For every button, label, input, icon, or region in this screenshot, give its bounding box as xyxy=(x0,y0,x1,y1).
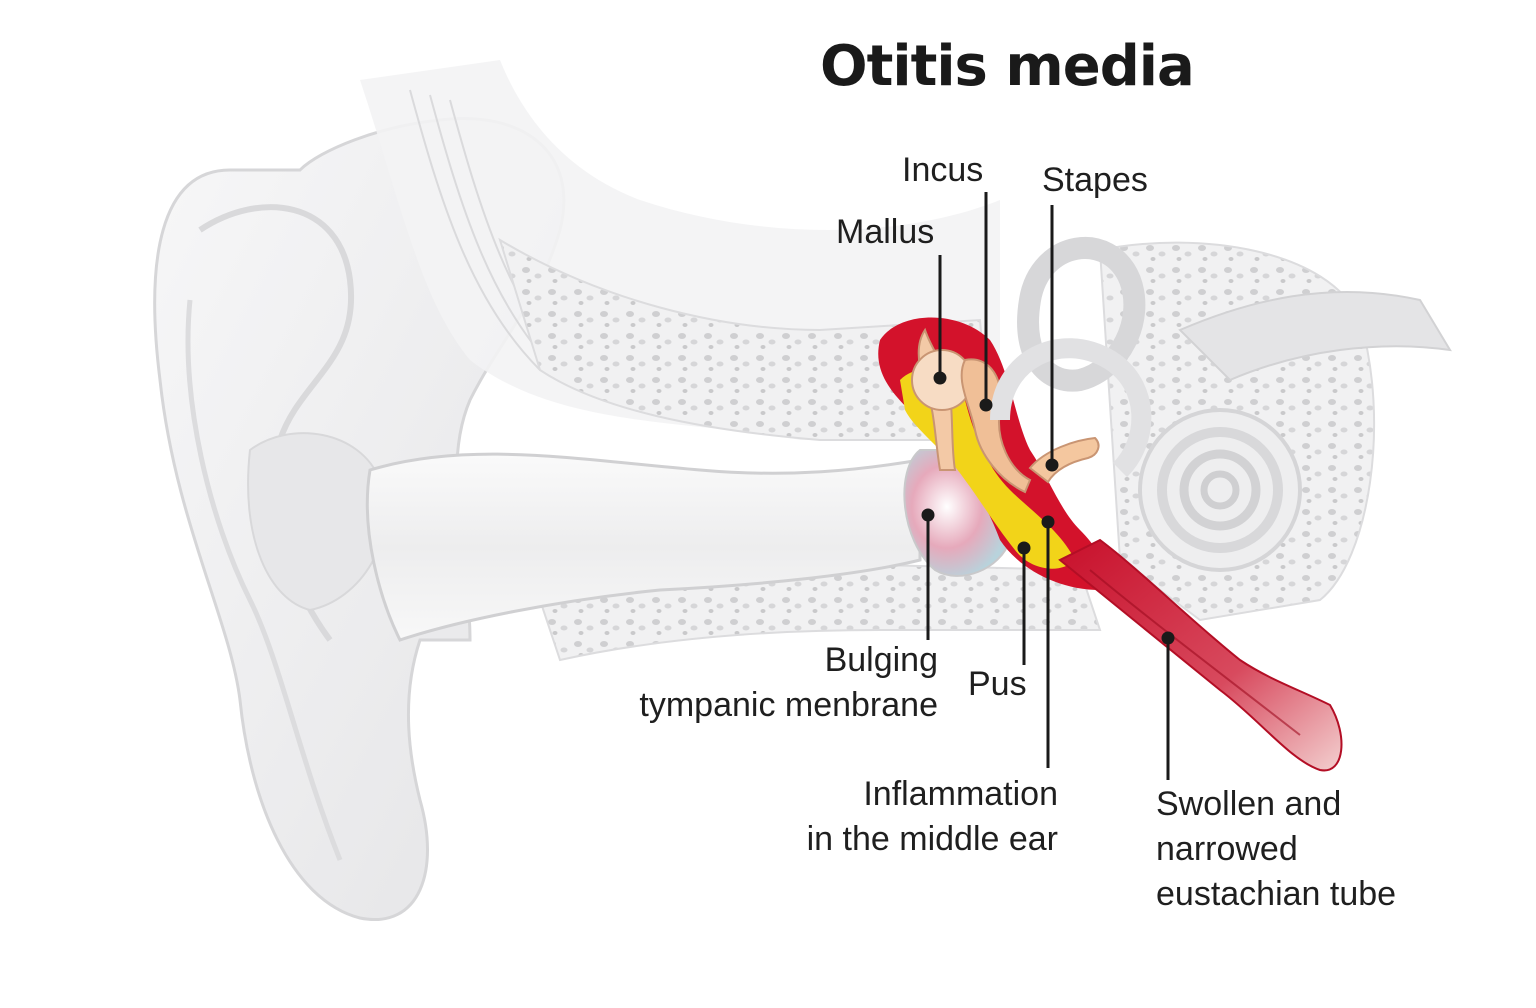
auricle-helix-fold xyxy=(185,299,343,861)
cochlea-turn xyxy=(1200,470,1240,510)
fascia-line xyxy=(409,89,541,371)
label-mallus: Mallus xyxy=(836,213,935,251)
leader-dot-pus xyxy=(1017,541,1031,555)
leader-dot-eustachian xyxy=(1161,631,1175,645)
label-incus: Incus xyxy=(902,151,984,189)
concha-hollow xyxy=(247,432,387,612)
leader-dot-incus xyxy=(979,398,993,412)
auditory-nerve xyxy=(1178,291,1452,382)
leader-dot-mallus xyxy=(933,371,947,385)
semicircular-canal xyxy=(990,338,1152,478)
label-inflammation-middle-ear: Inflammation in the middle ear xyxy=(806,775,1058,858)
leader-dot-inflammation xyxy=(1041,515,1055,529)
tube-inner-line xyxy=(1089,569,1301,736)
label-pus: Pus xyxy=(968,665,1027,703)
stapes-bone xyxy=(1028,436,1100,484)
label-bulging-tympanic-membrane: Bulging tympanic menbrane xyxy=(639,641,938,724)
ear-canal xyxy=(365,452,922,642)
leader-lines xyxy=(921,192,1175,780)
semicircular-canal xyxy=(1017,237,1146,392)
leader-dot-stapes xyxy=(1045,458,1059,472)
diagram-title: Otitis media xyxy=(820,34,1195,99)
cochlea-turn xyxy=(1179,449,1261,531)
label-swollen-eustachian-tube: Swollen and narrowed eustachian tube xyxy=(1156,785,1397,913)
leader-dot-bulging xyxy=(921,508,935,522)
label-stapes: Stapes xyxy=(1042,161,1148,199)
cochlea-turn xyxy=(1157,427,1283,553)
